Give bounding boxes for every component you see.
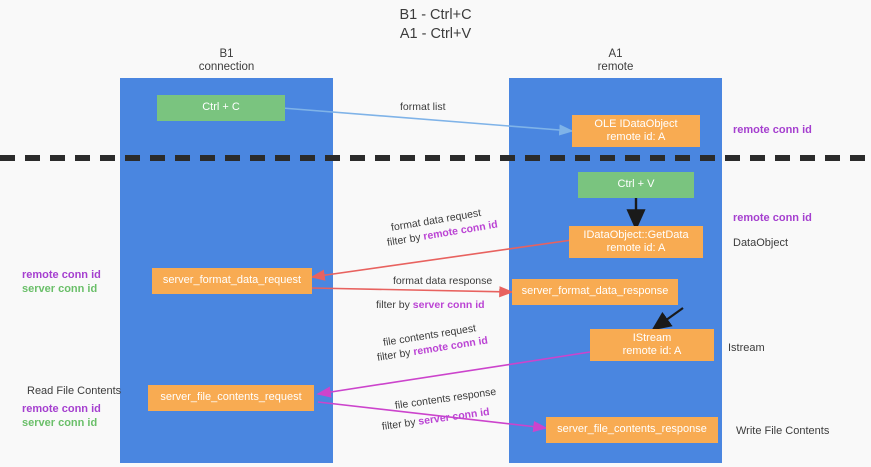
node-getdata-sub: remote id: A (606, 242, 666, 254)
column-header-b1: B1 connection (120, 48, 333, 74)
node-idataobject-sub: remote id: A (606, 131, 666, 143)
filter-key-server-conn-id-1: server conn id (412, 299, 485, 311)
node-istream-label: IStream (632, 331, 672, 344)
phase-divider (0, 155, 871, 161)
column-b1-role: connection (198, 61, 255, 73)
node-getdata[interactable]: IDataObject::GetData remote id: A (569, 226, 703, 258)
node-ctrl-v-label: Ctrl + V (617, 178, 655, 191)
column-a1-name: A1 (608, 48, 623, 60)
annotation-remote-conn-id-top: remote conn id (733, 124, 812, 136)
node-server-file-contents-request[interactable]: server_file_contents_request (148, 385, 314, 411)
node-ctrl-v[interactable]: Ctrl + V (578, 172, 694, 198)
annotation-istream: Istream (728, 342, 765, 354)
node-istream[interactable]: IStream remote id: A (590, 329, 714, 361)
column-header-a1: A1 remote (509, 48, 722, 74)
node-server-format-data-request-label: server_format_data_request (162, 274, 302, 287)
filter-prefix-3: filter by (376, 346, 415, 364)
node-server-file-contents-response-label: server_file_contents_response (557, 423, 707, 436)
column-a1-role: remote (597, 61, 634, 73)
annotation-left-remote-conn-id-mid: remote conn id (22, 269, 101, 281)
node-server-format-data-response[interactable]: server_format_data_response (512, 279, 678, 305)
node-server-file-contents-request-label: server_file_contents_request (160, 391, 302, 404)
annotation-read-file-contents: Read File Contents (27, 385, 122, 397)
column-b1-name: B1 (219, 48, 234, 60)
filter-prefix-2: filter by (376, 299, 413, 311)
node-idataobject[interactable]: OLE IDataObject remote id: A (572, 115, 700, 147)
diagram-title: B1 - Ctrl+C A1 - Ctrl+V (0, 6, 871, 44)
filter-prefix-4: filter by (381, 415, 420, 433)
annotation-dataobject: DataObject (733, 237, 789, 249)
node-server-format-data-response-label: server_format_data_response (521, 285, 669, 298)
arrow-label-format-data-response-filter: filter by server conn id (376, 298, 485, 312)
annotation-left-server-conn-id-mid: server conn id (22, 283, 98, 295)
node-getdata-label: IDataObject::GetData (583, 228, 689, 241)
node-server-file-contents-response[interactable]: server_file_contents_response (546, 417, 718, 443)
annotation-remote-conn-id-mid: remote conn id (733, 212, 812, 224)
title-line-1: B1 - Ctrl+C (399, 7, 472, 23)
node-ctrl-c-label: Ctrl + C (202, 101, 240, 114)
annotation-left-server-conn-id-bottom: server conn id (22, 417, 98, 429)
annotation-left-remote-conn-id-bottom: remote conn id (22, 403, 101, 415)
arrow-label-format-list: format list (400, 101, 446, 113)
title-line-2: A1 - Ctrl+V (399, 26, 472, 42)
node-idataobject-label: OLE IDataObject (594, 117, 678, 130)
annotation-write-file-contents: Write File Contents (736, 425, 830, 437)
filter-key-server-conn-id-2: server conn id (417, 405, 491, 428)
node-istream-sub: remote id: A (622, 345, 682, 357)
node-ctrl-c[interactable]: Ctrl + C (157, 95, 285, 121)
arrow-label-format-data-response: format data response (393, 275, 493, 287)
node-server-format-data-request[interactable]: server_format_data_request (152, 268, 312, 294)
